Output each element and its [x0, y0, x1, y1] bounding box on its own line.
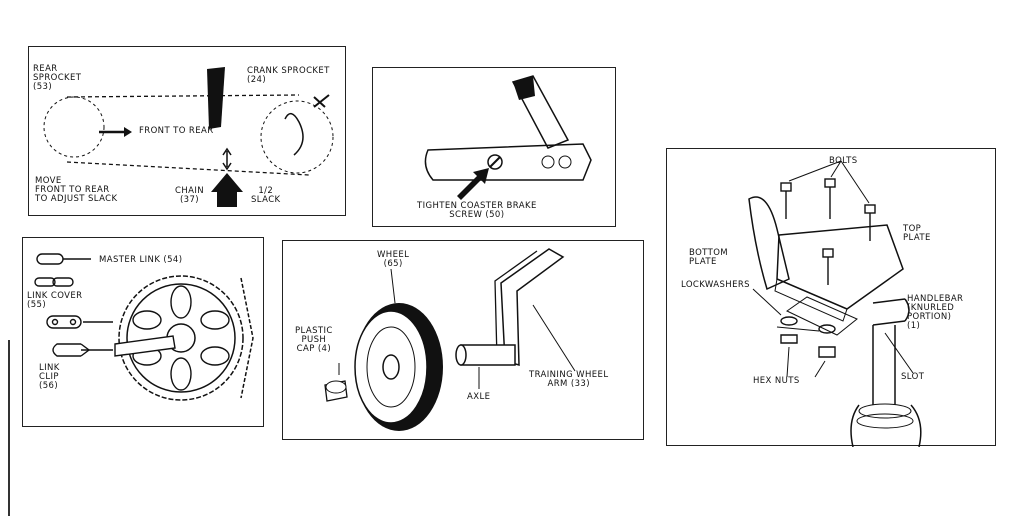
- move-note-label: MOVE FRONT TO REAR TO ADJUST SLACK: [35, 176, 118, 204]
- lockwashers-label: LOCKWASHERS: [681, 280, 750, 290]
- hex-nuts-label: HEX NUTS: [753, 376, 800, 386]
- master-link-diagram-icon: [34, 253, 254, 401]
- panel-coaster-brake: TIGHTEN COASTER BRAKE SCREW (50): [372, 67, 616, 227]
- bolts-label: BOLTS: [829, 156, 858, 166]
- panel-master-link: MASTER LINK (54) LINK COVER (55) LINK CL…: [22, 237, 264, 427]
- panel-handlebar: BOLTS TOP PLATE BOTTOM PLATE LOCKWASHERS…: [666, 148, 996, 447]
- push-cap-label: PLASTIC PUSH CAP (4): [295, 326, 333, 354]
- handlebar-clamp-diagram-icon: [748, 160, 922, 447]
- link-clip-label: LINK CLIP (56): [39, 363, 60, 391]
- wheel-label: WHEEL (65): [377, 250, 410, 269]
- top-plate-label: TOP PLATE: [903, 224, 931, 243]
- panel-training-wheel: WHEEL (65) PLASTIC PUSH CAP (4) AXLE TRA…: [282, 240, 644, 440]
- slack-label: 1/2 SLACK: [251, 186, 281, 205]
- axle-label: AXLE: [467, 392, 491, 402]
- handlebar-label: HANDLEBAR (KNURLED PORTION) (1): [907, 294, 964, 331]
- bottom-plate-label: BOTTOM PLATE: [689, 248, 729, 267]
- crank-sprocket-label: CRANK SPROCKET (24): [247, 66, 330, 85]
- master-link-label: MASTER LINK (54): [99, 255, 183, 265]
- chain-diagram-icon: [43, 67, 334, 207]
- training-wheel-arm-label: TRAINING WHEEL ARM (33): [529, 370, 609, 389]
- front-to-rear-label: FRONT TO REAR: [139, 126, 214, 136]
- link-cover-label: LINK COVER (55): [27, 291, 83, 310]
- rear-sprocket-label: REAR SPROCKET (53): [33, 64, 82, 92]
- coaster-brake-diagram-icon: [424, 75, 592, 200]
- coaster-brake-caption: TIGHTEN COASTER BRAKE SCREW (50): [417, 201, 537, 220]
- panel-chain-slack: REAR SPROCKET (53) CRANK SPROCKET (24) F…: [28, 46, 346, 216]
- slot-label: SLOT: [901, 372, 925, 382]
- training-wheel-diagram-icon: [324, 248, 576, 431]
- margin-line: [8, 340, 10, 516]
- chain-label: CHAIN (37): [175, 186, 205, 205]
